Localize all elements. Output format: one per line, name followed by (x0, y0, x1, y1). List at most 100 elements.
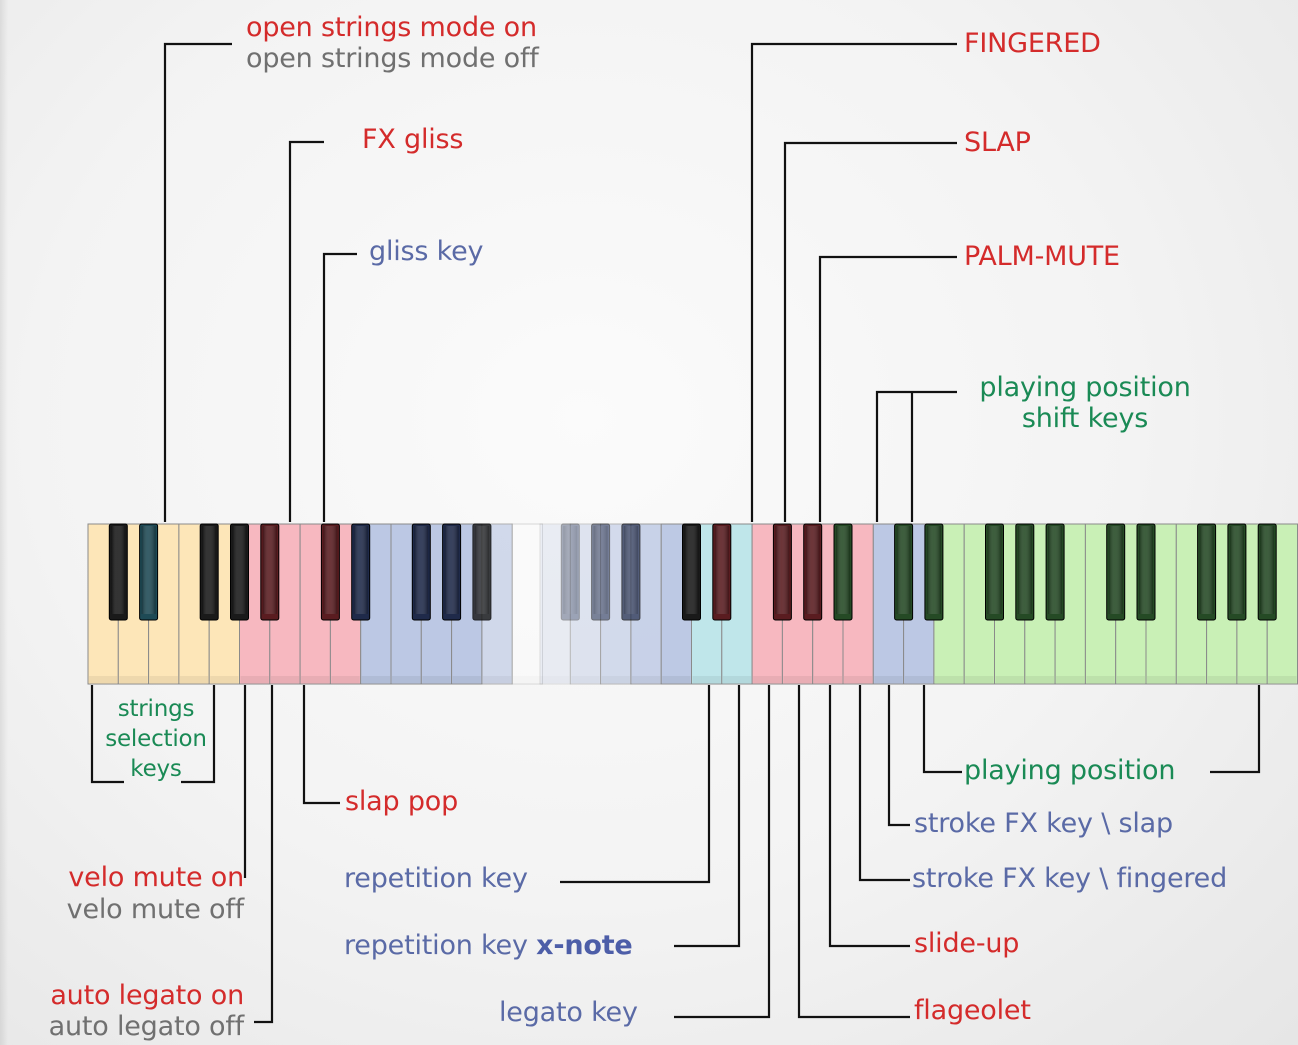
right-black-key-shine (1199, 526, 1214, 614)
label-playing-position-shift-keys: playing position shift keys (962, 372, 1208, 434)
left-white-key-shade (179, 676, 209, 683)
left-white-key-shade (452, 676, 481, 683)
left-edge-shade (0, 0, 8, 1045)
right-black-key-shine (684, 526, 699, 614)
keyboard-right-section (539, 523, 1298, 685)
right-black-key-shine (714, 526, 729, 614)
label-playing-position-shift-line2: shift keys (1021, 403, 1149, 434)
label-palm-mute: PALM-MUTE (964, 241, 1120, 272)
line-repetition-key (560, 685, 711, 884)
label-auto-legato-on: auto legato on (50, 980, 244, 1011)
right-black-key-shine (987, 526, 1002, 614)
line-gliss-key (322, 252, 357, 522)
label-strings-selection-3: keys (130, 756, 182, 782)
right-white-key-shade (1177, 676, 1206, 683)
label-fx-gliss: FX gliss (362, 124, 464, 155)
line-playing-position (922, 685, 1261, 774)
left-white-key-shade (270, 676, 300, 683)
label-legato-key: legato key (499, 997, 638, 1028)
label-gliss-key: gliss key (369, 236, 484, 267)
left-white-key-shade (149, 676, 178, 683)
right-white-key-shade (1025, 676, 1055, 683)
right-black-key-shine (1108, 526, 1123, 614)
left-white-key-shade (331, 676, 360, 683)
label-stroke-fx-slap: stroke FX key \ slap (914, 808, 1173, 839)
label-velo-mute-off: velo mute off (66, 894, 245, 925)
right-white-key-shade (662, 676, 691, 683)
right-white-key-shade (904, 676, 933, 683)
right-white-key-shade (874, 676, 903, 683)
label-repetition-key-x-note: repetition key x-note (344, 930, 633, 961)
left-black-key-shine (444, 526, 459, 614)
label-strings-selection-keys: strings selection keys (94, 694, 218, 784)
left-white-key (511, 523, 544, 685)
right-white-key-shade (1147, 676, 1176, 683)
line-strings-selection-left (90, 685, 124, 784)
left-black-key-shine (141, 526, 156, 614)
line-stroke-fx-fingered (858, 685, 910, 882)
line-slap (783, 141, 957, 522)
label-strings-selection-2: selection (105, 726, 207, 752)
right-white-key-shade (995, 676, 1024, 683)
line-playing-position-shift (875, 390, 957, 522)
label-playing-position: playing position (964, 755, 1176, 786)
right-black-key-shine (1048, 526, 1063, 614)
left-white-key-shade (240, 676, 269, 683)
right-black-key-shine (563, 526, 578, 614)
left-white-key-shade (361, 676, 390, 683)
right-white-key-shade (844, 676, 873, 683)
left-black-key-shine (353, 526, 368, 614)
label-auto-legato-off: auto legato off (48, 1011, 245, 1042)
line-stroke-fx-slap (887, 685, 910, 827)
right-white-key-shade (1237, 676, 1267, 683)
label-playing-position-shift-line1: playing position (979, 372, 1191, 403)
label-fingered: FINGERED (964, 28, 1101, 59)
right-black-key-shine (805, 526, 820, 614)
line-slide-up (828, 685, 910, 948)
right-black-key-shine (623, 526, 638, 614)
right-black-key-shine (896, 526, 911, 614)
line-slap-pop (302, 685, 340, 805)
line-palm-mute (818, 255, 957, 522)
line-fx-gliss (288, 140, 324, 522)
right-white-key-shade (934, 676, 964, 683)
label-open-strings-off: open strings mode off (246, 43, 539, 74)
right-white-key-shade (1086, 676, 1115, 683)
right-white-key-shade (1268, 676, 1297, 683)
left-white-key-shade (119, 676, 148, 683)
left-black-key-shine (262, 526, 277, 614)
right-white-key-shade (1207, 676, 1236, 683)
label-flageolet: flageolet (914, 995, 1031, 1026)
left-black-key-shine (232, 526, 247, 614)
right-black-key-shine (775, 526, 790, 614)
label-velo-mute-on: velo mute on (68, 862, 244, 893)
right-white-key-shade (813, 676, 842, 683)
right-black-key-shine (836, 526, 850, 614)
right-white-key-shade (1116, 676, 1145, 683)
right-black-key-shine (1229, 526, 1244, 614)
right-white-key-shade (965, 676, 994, 683)
left-black-key-shine (474, 526, 489, 614)
keyboard-left-section (87, 523, 544, 685)
label-slide-up: slide-up (914, 928, 1020, 959)
line-strings-selection-right (181, 685, 216, 784)
left-white-key-shade (210, 676, 239, 683)
right-white-key-shade (783, 676, 812, 683)
line-legato-key (674, 685, 771, 1019)
label-stroke-fx-fingered: stroke FX key \ fingered (912, 863, 1228, 894)
line-open-strings (163, 42, 232, 522)
line-flageolet (797, 685, 910, 1019)
line-repetition-key-x (674, 685, 741, 948)
label-slap: SLAP (964, 127, 1031, 158)
left-white-key-shade (301, 676, 330, 683)
right-black-key-shine (1260, 526, 1275, 614)
line-fingered (750, 42, 957, 522)
right-black-key-shine (1017, 526, 1032, 614)
label-slap-pop: slap pop (345, 786, 459, 817)
right-white-key-shade (753, 676, 782, 683)
right-white-key-shade (631, 676, 661, 683)
left-black-key-shine (323, 526, 338, 614)
right-black-key-shine (926, 526, 941, 614)
